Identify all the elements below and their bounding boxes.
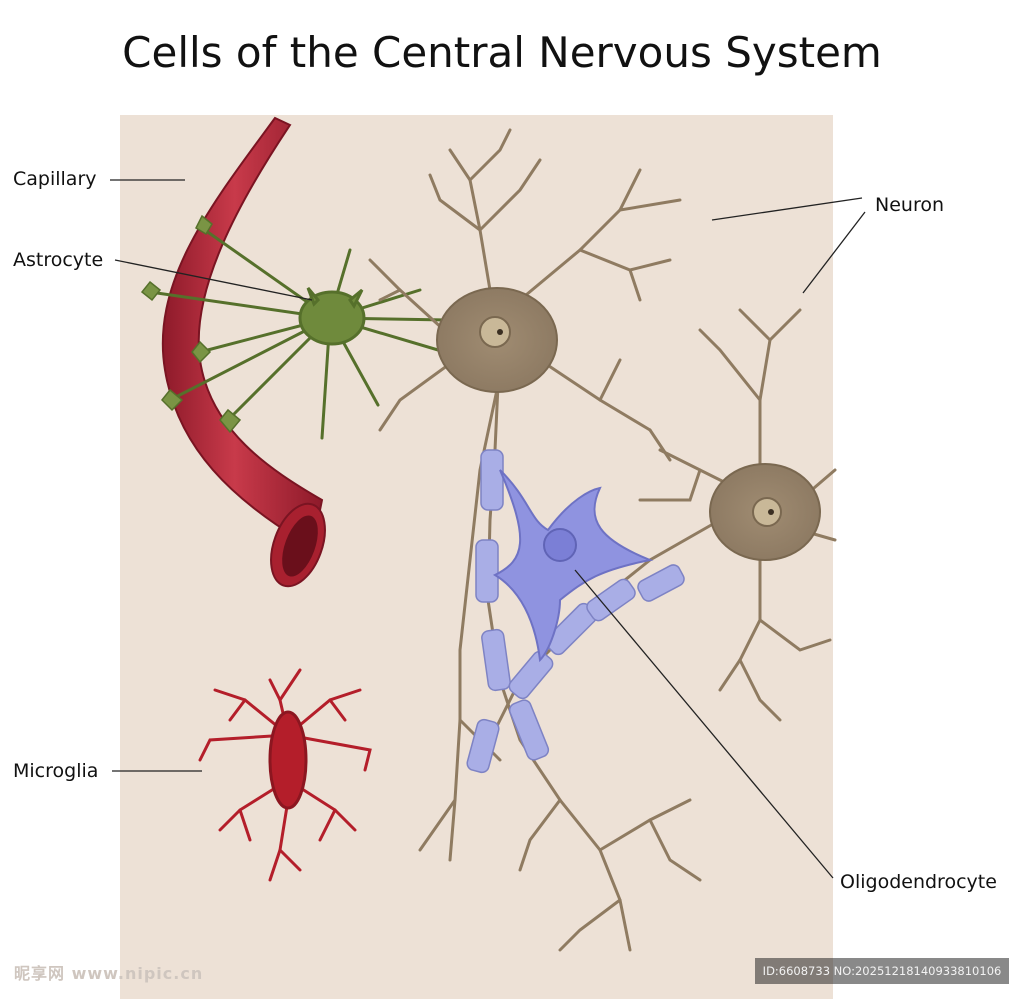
- label-astrocyte: Astrocyte: [13, 249, 104, 271]
- label-capillary: Capillary: [13, 168, 97, 190]
- oligodendrocyte: [492, 469, 654, 663]
- watermark-site: 昵享网 www.nipic.cn: [14, 964, 204, 983]
- capillary: [161, 116, 326, 588]
- leader-lines: [110, 179, 866, 879]
- diagram-title: Cells of the Central Nervous System: [122, 28, 882, 77]
- watermark-id: ID:6608733 NO:20251218140933810106: [755, 958, 1009, 984]
- label-microglia: Microglia: [13, 760, 99, 782]
- label-neuron: Neuron: [875, 194, 945, 216]
- myelin-sheaths: [466, 449, 685, 774]
- label-oligodendrocyte: Oligodendrocyte: [840, 871, 997, 893]
- neuron-main: [368, 128, 702, 952]
- neuron-secondary: [478, 308, 837, 762]
- microglia: [198, 668, 372, 882]
